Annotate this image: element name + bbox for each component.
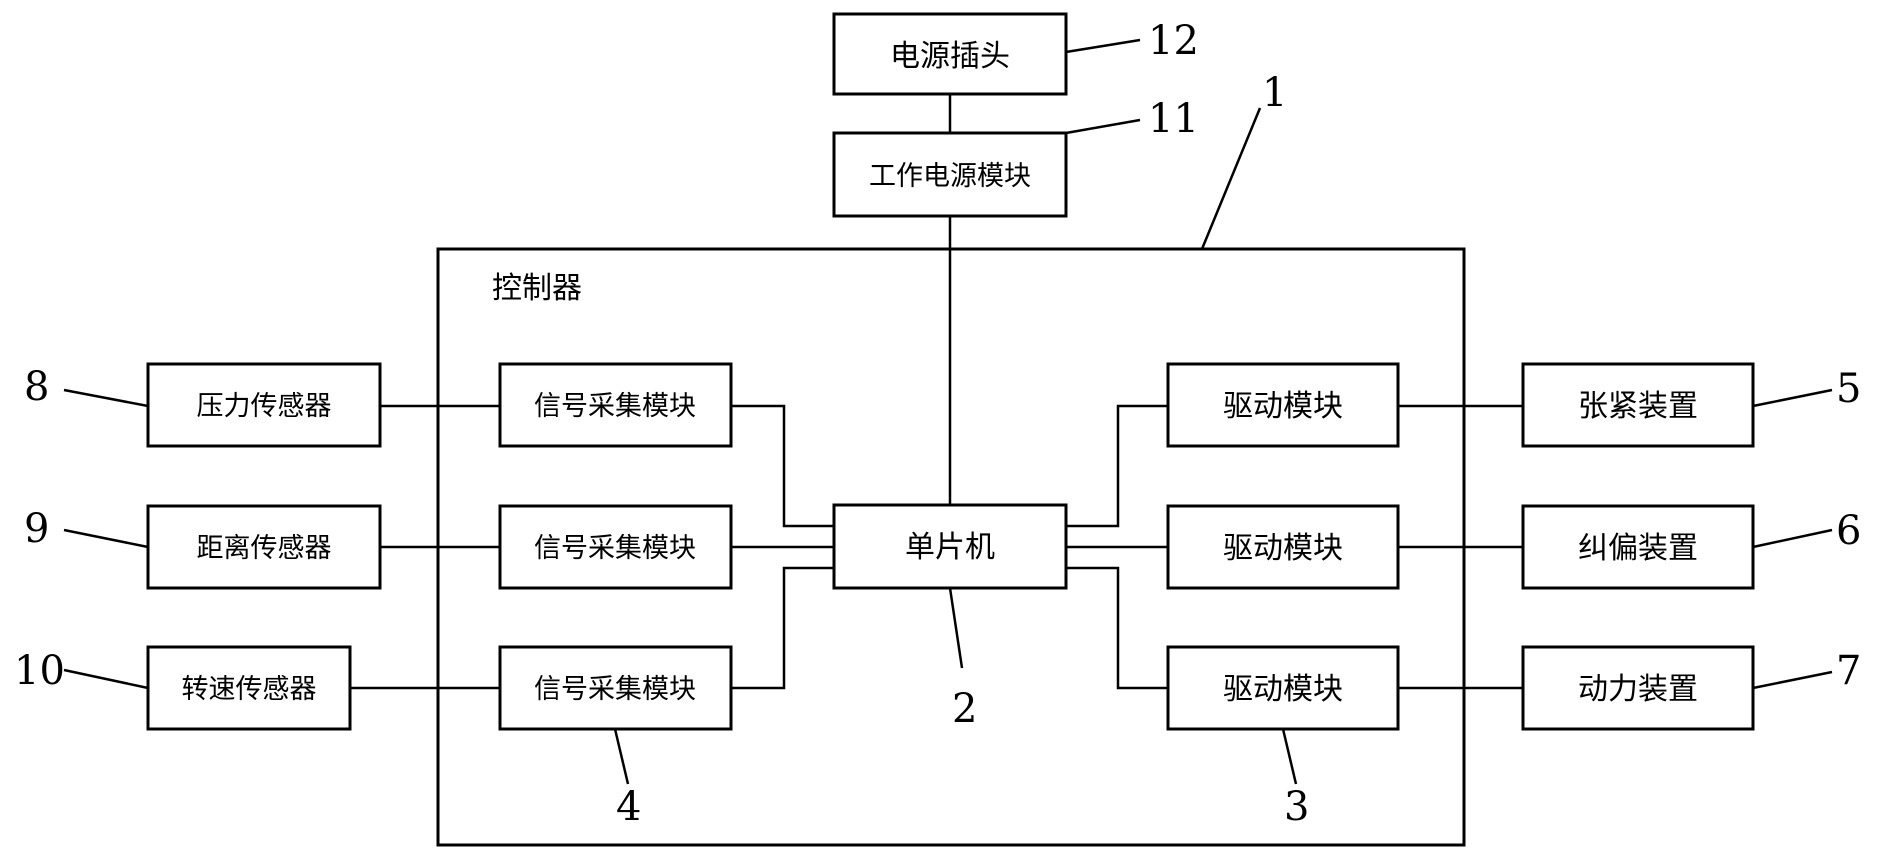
tension-device-label: 张紧装置 [1578,389,1698,424]
leader-10 [63,668,149,690]
correction-device-label: 纠偏装置 [1578,531,1698,566]
pressure-sensor-box [146,362,382,448]
power-plug-box [832,12,1068,96]
drive-module-1 [1166,362,1400,448]
drive-module-3-label: 驱动模块 [1223,672,1343,707]
drive-module-2 [1166,504,1400,590]
ref-10: 10 [14,648,65,694]
ref-5: 5 [1836,366,1861,412]
power-plug-label: 电源插头 [890,39,1010,74]
leader-2 [948,587,964,669]
pressure-sensor-label: 压力传感器 [197,391,332,422]
signal-module-1-label: 信号采集模块 [534,391,696,422]
correction-device-box [1521,504,1755,590]
leader-7 [1752,670,1833,690]
power-module-box [832,131,1068,218]
power-device-label: 动力装置 [1578,672,1698,707]
leader-6 [1752,528,1833,549]
drive-module-1-label: 驱动模块 [1223,389,1343,424]
signal-module-2 [498,504,733,590]
drive-module-2-label: 驱动模块 [1223,531,1343,566]
power-device-box [1521,645,1755,731]
leader-9 [63,528,149,549]
ref-11: 11 [1148,96,1199,142]
distance-sensor-box [146,504,382,590]
leader-1 [1200,107,1262,250]
drive-module-3 [1166,645,1400,731]
ref-9: 9 [24,506,49,552]
ref-2: 2 [952,686,977,732]
connector-lines [350,80,1523,690]
tension-device-box [1521,362,1755,448]
ref-6: 6 [1836,508,1861,554]
signal1-to-mcu-line [731,404,834,528]
distance-sensor-label: 距离传感器 [197,533,332,564]
signal-module-3-label: 信号采集模块 [534,674,696,705]
controller-frame [436,247,1466,847]
mcu-box [832,503,1068,590]
power-module-label: 工作电源模块 [869,161,1031,192]
leader-5 [1752,388,1833,408]
ref-7: 7 [1836,648,1861,694]
ref-3: 3 [1284,784,1309,830]
signal-module-3 [498,645,733,731]
signal3-to-mcu-line [731,566,834,690]
leader-3 [1281,728,1298,785]
ref-4: 4 [616,784,641,830]
signal-module-2-label: 信号采集模块 [534,533,696,564]
controller-label: 控制器 [492,271,582,306]
mcu-to-drive1-line [1066,404,1168,528]
leader-lines [63,38,1833,785]
leader-12 [1065,38,1141,54]
signal-module-1 [498,362,733,448]
leader-11 [1065,118,1141,135]
mcu-label: 单片机 [905,530,995,565]
speed-sensor-box [146,645,352,731]
ref-12: 12 [1148,18,1199,64]
ref-1: 1 [1262,70,1287,116]
leader-4 [613,728,630,785]
ref-8: 8 [24,364,49,410]
leader-8 [63,388,149,408]
speed-sensor-label: 转速传感器 [182,674,317,705]
mcu-to-drive3-line [1066,566,1168,690]
